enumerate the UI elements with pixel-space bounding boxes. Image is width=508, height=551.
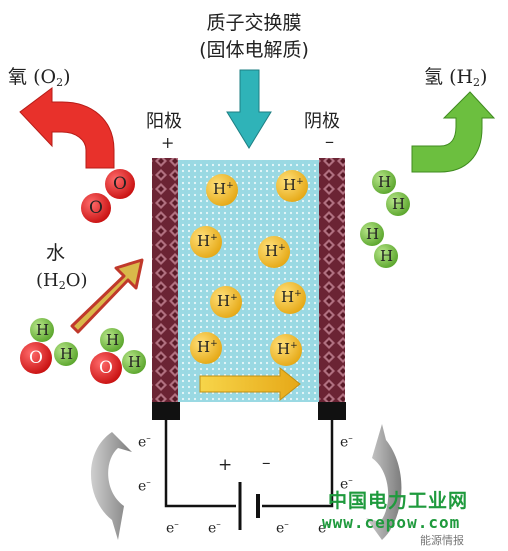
watermark-name: 中国电力工业网: [328, 490, 469, 512]
membrane-title: 质子交换膜: [206, 12, 302, 34]
oxygen-atom-label: O: [89, 198, 103, 218]
proton-label: H+: [217, 292, 238, 310]
proton-label: H+: [197, 338, 218, 356]
h2-atom-label: H: [378, 173, 392, 191]
proton-label: H+: [197, 232, 218, 250]
water-h-atom-label: H: [106, 331, 120, 349]
hydrogen-molecule-1: [372, 170, 410, 216]
electron-label: e–: [340, 434, 353, 451]
cathode-terminal: [318, 402, 346, 420]
membrane-down-arrow: [226, 69, 272, 149]
proton-label: H+: [213, 180, 234, 198]
proton-label: H+: [265, 242, 286, 260]
electron-label: e–: [208, 520, 221, 537]
water-molecule-1: [20, 318, 78, 374]
cathode-sign: –: [325, 131, 334, 152]
source-minus-sign: –: [262, 453, 271, 473]
watermark-url: www.cepow.com: [322, 513, 461, 532]
water-h-atom-label: H: [36, 321, 50, 339]
water-label: 水: [46, 242, 66, 264]
proton-label: H+: [281, 288, 302, 306]
proton-label: H+: [277, 340, 298, 358]
electron-label: e–: [138, 434, 151, 451]
oxygen-label: 氧 (O2): [8, 66, 71, 89]
cathode-electrode: [319, 158, 345, 404]
h2-atom-label: H: [366, 225, 380, 243]
electron-label: e–: [166, 520, 179, 537]
wechat-watermark: 能源情报: [420, 534, 464, 547]
anode-label: 阳极: [146, 111, 182, 132]
h2-atom-label: H: [380, 247, 394, 265]
source-plus-sign: +: [218, 455, 233, 475]
hydrogen-label: 氢 (H2): [424, 66, 488, 89]
left-return-arrow: [90, 432, 132, 540]
proton-flow-arrow: [199, 366, 301, 402]
h2-atom-label: H: [392, 195, 406, 213]
water-formula: (H2O): [36, 270, 88, 292]
cathode-label: 阴极: [304, 111, 340, 132]
water-h-atom-label: H: [60, 345, 74, 363]
protons: [190, 170, 308, 366]
right-return-arrow: [366, 424, 402, 540]
hydrogen-molecule-2: [360, 222, 398, 268]
electron-label: e–: [276, 520, 289, 537]
anode-sign: +: [161, 133, 175, 152]
proton-label: H+: [283, 176, 304, 194]
water-o-atom-label: O: [29, 348, 43, 368]
anode-electrode: [152, 158, 178, 404]
electron-label: e–: [138, 478, 151, 495]
oxygen-out-arrow: [19, 87, 115, 169]
water-in-arrow: [70, 258, 144, 334]
electron-label: e–: [340, 476, 353, 493]
anode-terminal: [152, 402, 180, 420]
water-h-atom-label: H: [128, 353, 142, 371]
water-o-atom-label: O: [99, 358, 113, 378]
external-circuit: [164, 420, 334, 530]
oxygen-molecule: [81, 169, 135, 223]
hydrogen-out-arrow: [411, 91, 496, 173]
membrane-subtitle: (固体电解质): [199, 39, 309, 61]
water-molecule-2: [90, 328, 146, 384]
oxygen-atom-label: O: [113, 174, 127, 194]
electron-label: e–: [318, 520, 331, 537]
